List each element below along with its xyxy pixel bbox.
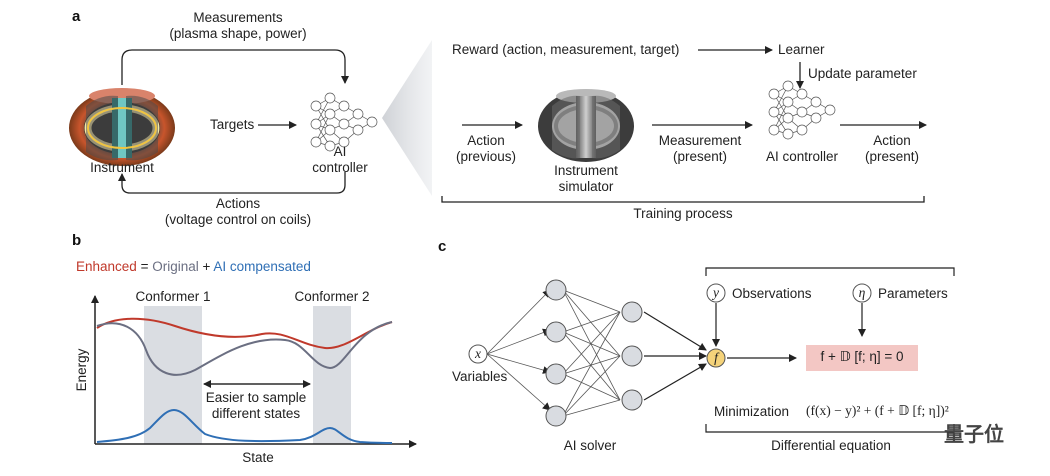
legend-original: Original <box>152 259 199 274</box>
hidden-node <box>621 389 643 411</box>
minimization-label: Minimization <box>714 404 790 419</box>
watermark: 量子位 <box>944 424 1004 446</box>
measurements-label: Measurements <box>193 10 283 25</box>
panel-c-network <box>486 289 707 417</box>
annotation-line1: Easier to sample <box>205 390 307 405</box>
minimization-formula: (f(x) − y)² + (f + 𝔻 [f; η])² <box>806 403 949 418</box>
ai-controller-right-network-icon <box>768 80 836 140</box>
ai-controller-label-2: controller <box>312 160 368 175</box>
panel-c-arrows <box>705 267 955 433</box>
conformer2-label: Conformer 2 <box>294 289 370 304</box>
y-node <box>706 283 726 303</box>
instrument-simulator-label-2: simulator <box>558 179 614 194</box>
hidden-node <box>545 405 567 427</box>
f-node <box>706 348 726 368</box>
variables-label: Variables <box>452 369 508 384</box>
annotation-line2: different states <box>211 406 301 421</box>
legend-equals: = <box>136 259 153 274</box>
observations-label: Observations <box>732 286 812 301</box>
conformer1-label: Conformer 1 <box>135 289 211 304</box>
ai-controller-network-icon <box>310 92 378 152</box>
panel-b-plot <box>91 295 417 448</box>
hidden-node <box>545 279 567 301</box>
differential-equation-label: Differential equation <box>771 438 891 453</box>
y-axis-label: Energy <box>74 348 89 392</box>
panel-a-label: a <box>72 8 81 25</box>
panel-b-legend: Enhanced = Original + AI compensated <box>76 259 311 275</box>
panel-b-label: b <box>72 232 82 249</box>
parameters-label: Parameters <box>878 286 948 301</box>
ai-solver-label: AI solver <box>563 438 617 453</box>
action-present-label-2: (present) <box>864 149 920 164</box>
y-symbol: y <box>713 285 719 300</box>
hidden-node <box>621 345 643 367</box>
hidden-node <box>545 363 567 385</box>
panel-c-label: c <box>438 238 447 255</box>
equation-box: f + 𝔻 [f; η] = 0 <box>806 345 918 371</box>
instrument-tokamak-image <box>69 88 175 166</box>
instrument-simulator-label-1: Instrument <box>554 163 618 178</box>
original-curve <box>96 321 393 376</box>
conformer2-shade <box>313 306 351 444</box>
ai-controller-label-1: AI <box>333 144 347 159</box>
panel-c-nodes <box>468 279 872 427</box>
ai-controller-right-label: AI controller <box>765 149 839 164</box>
eta-node <box>852 283 872 303</box>
action-previous-label-1: Action <box>467 133 505 148</box>
f-symbol: f <box>714 350 718 365</box>
panel-a-loop <box>118 49 349 194</box>
learner-label: Learner <box>778 42 825 57</box>
x-axis-label: State <box>242 450 274 465</box>
measurements-detail: (plasma shape, power) <box>169 26 307 41</box>
instrument-label: Instrument <box>90 160 154 175</box>
panel-a-training-arrows <box>441 46 927 203</box>
ai-compensated-curve <box>96 408 393 444</box>
actions-label: Actions <box>215 196 261 211</box>
hidden-node <box>545 321 567 343</box>
update-parameter-label: Update parameter <box>808 66 917 81</box>
enhanced-curve <box>96 317 393 350</box>
legend-plus: + <box>198 259 214 274</box>
eta-symbol: η <box>858 285 866 300</box>
hidden-node <box>621 301 643 323</box>
measurement-present-label-2: (present) <box>672 149 728 164</box>
instrument-simulator-image <box>538 89 634 162</box>
training-process-label: Training process <box>633 206 733 221</box>
action-previous-label-2: (previous) <box>455 149 517 164</box>
legend-ai-compensated: AI compensated <box>213 259 311 274</box>
legend-enhanced: Enhanced <box>76 259 137 274</box>
measurement-present-label-1: Measurement <box>658 133 742 148</box>
actions-detail: (voltage control on coils) <box>164 212 312 227</box>
action-present-label-1: Action <box>873 133 911 148</box>
reward-label: Reward (action, measurement, target) <box>452 42 680 57</box>
zoom-funnel <box>382 40 432 196</box>
x-symbol: x <box>475 346 481 361</box>
x-input-node <box>468 344 488 364</box>
targets-label: Targets <box>210 117 255 132</box>
